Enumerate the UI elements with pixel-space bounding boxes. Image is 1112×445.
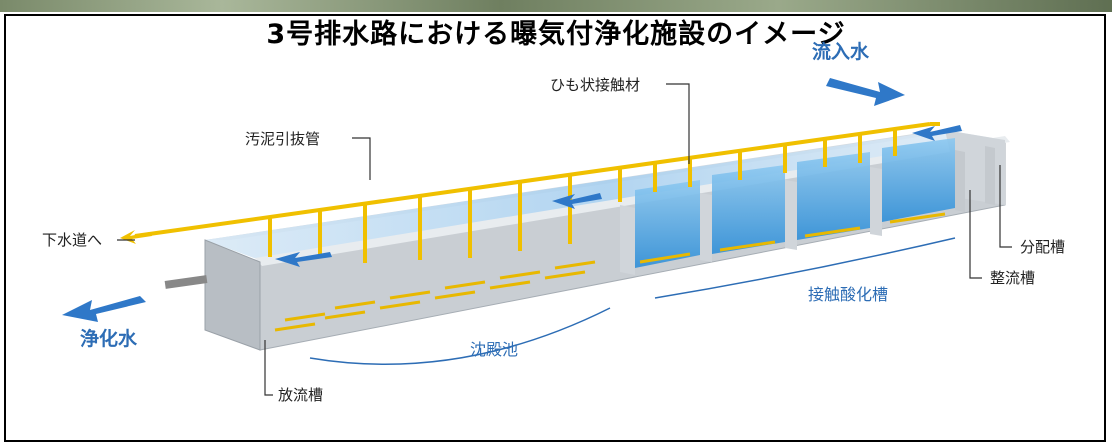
label-discharge: 放流槽 <box>278 386 323 404</box>
label-contact-oxidation: 接触酸化槽 <box>808 285 888 304</box>
leader-lines <box>117 83 1012 396</box>
label-flow-regulation: 整流槽 <box>990 269 1035 287</box>
diagram-title: 3号排水路における曝気付浄化施設のイメージ <box>266 19 846 50</box>
label-inflow: 流入水 <box>812 40 870 63</box>
aeration-diffusers <box>274 212 946 332</box>
label-distribution: 分配槽 <box>1020 238 1065 256</box>
contact-media <box>635 138 955 268</box>
top-photo-strip <box>0 0 1112 12</box>
label-settling: 沈殿池 <box>470 340 518 359</box>
label-contact-media: ひも状接触材 <box>550 76 640 94</box>
label-sludge-pipe: 汚泥引抜管 <box>245 130 320 148</box>
sludge-pipe <box>134 122 940 263</box>
label-purified: 浄化水 <box>80 327 138 350</box>
label-to-sewer: 下水道へ <box>42 231 102 249</box>
outflow-pipe <box>164 275 208 289</box>
